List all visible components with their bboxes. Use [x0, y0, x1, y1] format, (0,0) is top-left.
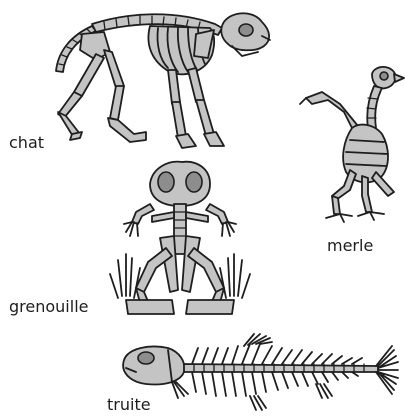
- label-fish: truite: [107, 397, 151, 413]
- frog-skeleton: [110, 162, 250, 314]
- label-frog: grenouille: [9, 299, 88, 315]
- bird-skeleton: [300, 67, 404, 222]
- trout-skeleton: [123, 334, 398, 410]
- label-bird: merle: [327, 238, 373, 254]
- label-cat: chat: [9, 135, 44, 151]
- cat-skeleton: [56, 13, 270, 148]
